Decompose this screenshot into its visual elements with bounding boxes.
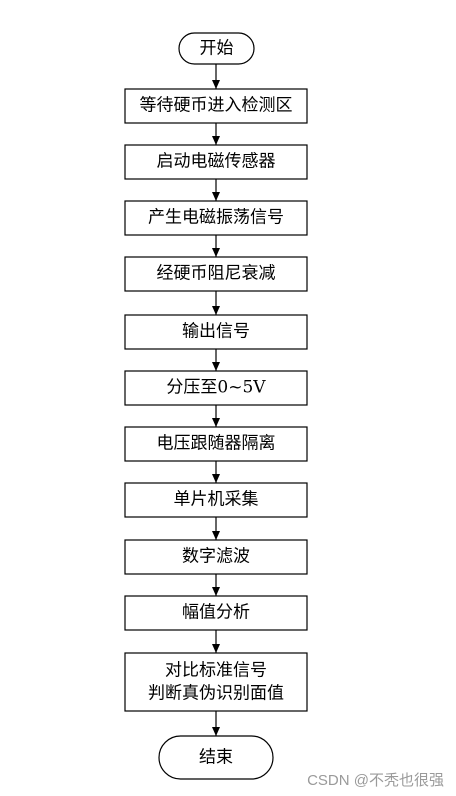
process-step: 产生电磁振荡信号 <box>124 200 308 236</box>
svg-text:数字滤波: 数字滤波 <box>182 547 250 567</box>
process-step: 幅值分析 <box>124 595 308 631</box>
process-step: 等待硬币进入检测区 <box>124 88 308 124</box>
svg-text:分压至0~5V: 分压至0~5V <box>166 378 266 398</box>
svg-text:对比标准信号: 对比标准信号 <box>165 661 267 681</box>
process-step: 分压至0~5V <box>124 370 308 406</box>
process-step: 数字滤波 <box>124 539 308 575</box>
watermark: CSDN @不秃也很强 <box>307 772 444 789</box>
svg-text:电压跟随器隔离: 电压跟随器隔离 <box>157 434 276 454</box>
svg-text:经硬币阻尼衰减: 经硬币阻尼衰减 <box>157 264 276 284</box>
svg-text:输出信号: 输出信号 <box>182 322 250 342</box>
process-step: 输出信号 <box>124 314 308 350</box>
process-step: 电压跟随器隔离 <box>124 426 308 462</box>
svg-text:启动电磁传感器: 启动电磁传感器 <box>157 152 276 172</box>
svg-text:判断真伪识别面值: 判断真伪识别面值 <box>148 684 284 704</box>
svg-text:单片机采集: 单片机采集 <box>174 490 259 510</box>
start-label: 开始 <box>200 39 234 59</box>
svg-text:幅值分析: 幅值分析 <box>182 603 250 623</box>
end-label: 结束 <box>199 748 233 768</box>
process-step: 启动电磁传感器 <box>124 144 308 180</box>
svg-text:等待硬币进入检测区: 等待硬币进入检测区 <box>140 96 293 116</box>
svg-text:产生电磁振荡信号: 产生电磁振荡信号 <box>148 208 284 228</box>
process-step: 经硬币阻尼衰减 <box>124 256 308 292</box>
process-step: 单片机采集 <box>124 482 308 518</box>
process-step-final: 对比标准信号 判断真伪识别面值 <box>124 652 308 712</box>
